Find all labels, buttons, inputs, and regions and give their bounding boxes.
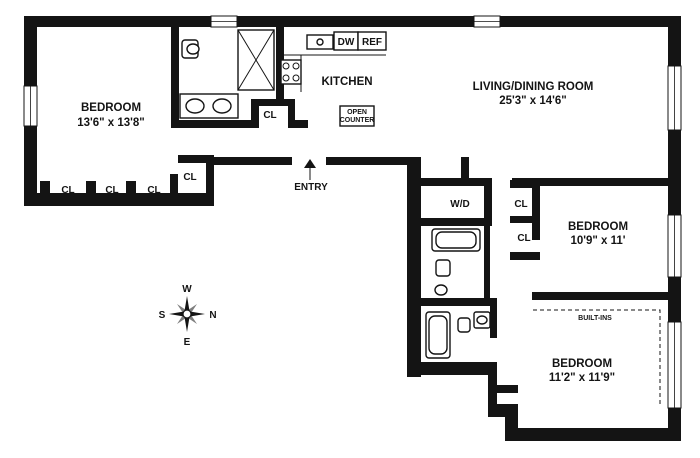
room-size-bedroom-mid: 10'9" x 11' [570,235,625,247]
kitchen-counter-line2: COUNTER [340,117,375,124]
closet-label: CL [514,199,527,210]
compass-south-label: S [159,310,166,321]
compass-rose-icon [169,296,205,332]
compass-west-label: W [182,284,192,295]
built-ins-label: BUILT-INS [578,315,612,322]
bathroom-fixtures [179,29,491,359]
room-size-bedroom-south: 11'2" x 11'9" [549,372,615,384]
compass-east-label: E [184,337,191,348]
kitchen-dw-label: DW [338,37,355,48]
built-ins-outline [533,309,661,405]
entry-label: ENTRY [294,182,328,193]
room-name-living: LIVING/DINING ROOM [473,81,594,93]
kitchen-counter-line1: OPEN [347,109,367,116]
closet-label: CL [147,185,160,196]
room-size-bedroom-west: 13'6" x 13'8" [77,117,145,129]
closet-label: CL [61,185,74,196]
entry-arrow-icon [304,159,316,180]
interior-walls [40,27,672,393]
compass-north-label: N [209,310,216,321]
room-name-bedroom-west: BEDROOM [81,102,141,114]
kitchen-fixtures [280,31,387,127]
room-name-kitchen: KITCHEN [321,76,372,88]
kitchen-ref-label: REF [362,37,382,48]
room-size-living: 25'3" x 14'6" [499,95,567,107]
closet-label: CL [105,185,118,196]
closet-label: CL [517,233,530,244]
windows [23,15,682,409]
washer-dryer-label: W/D [450,199,469,210]
closet-label: CL [183,172,196,183]
room-name-bedroom-south: BEDROOM [552,358,612,370]
closet-label: CL [263,110,276,121]
closet-label: CL [498,403,511,414]
room-name-bedroom-mid: BEDROOM [568,221,628,233]
